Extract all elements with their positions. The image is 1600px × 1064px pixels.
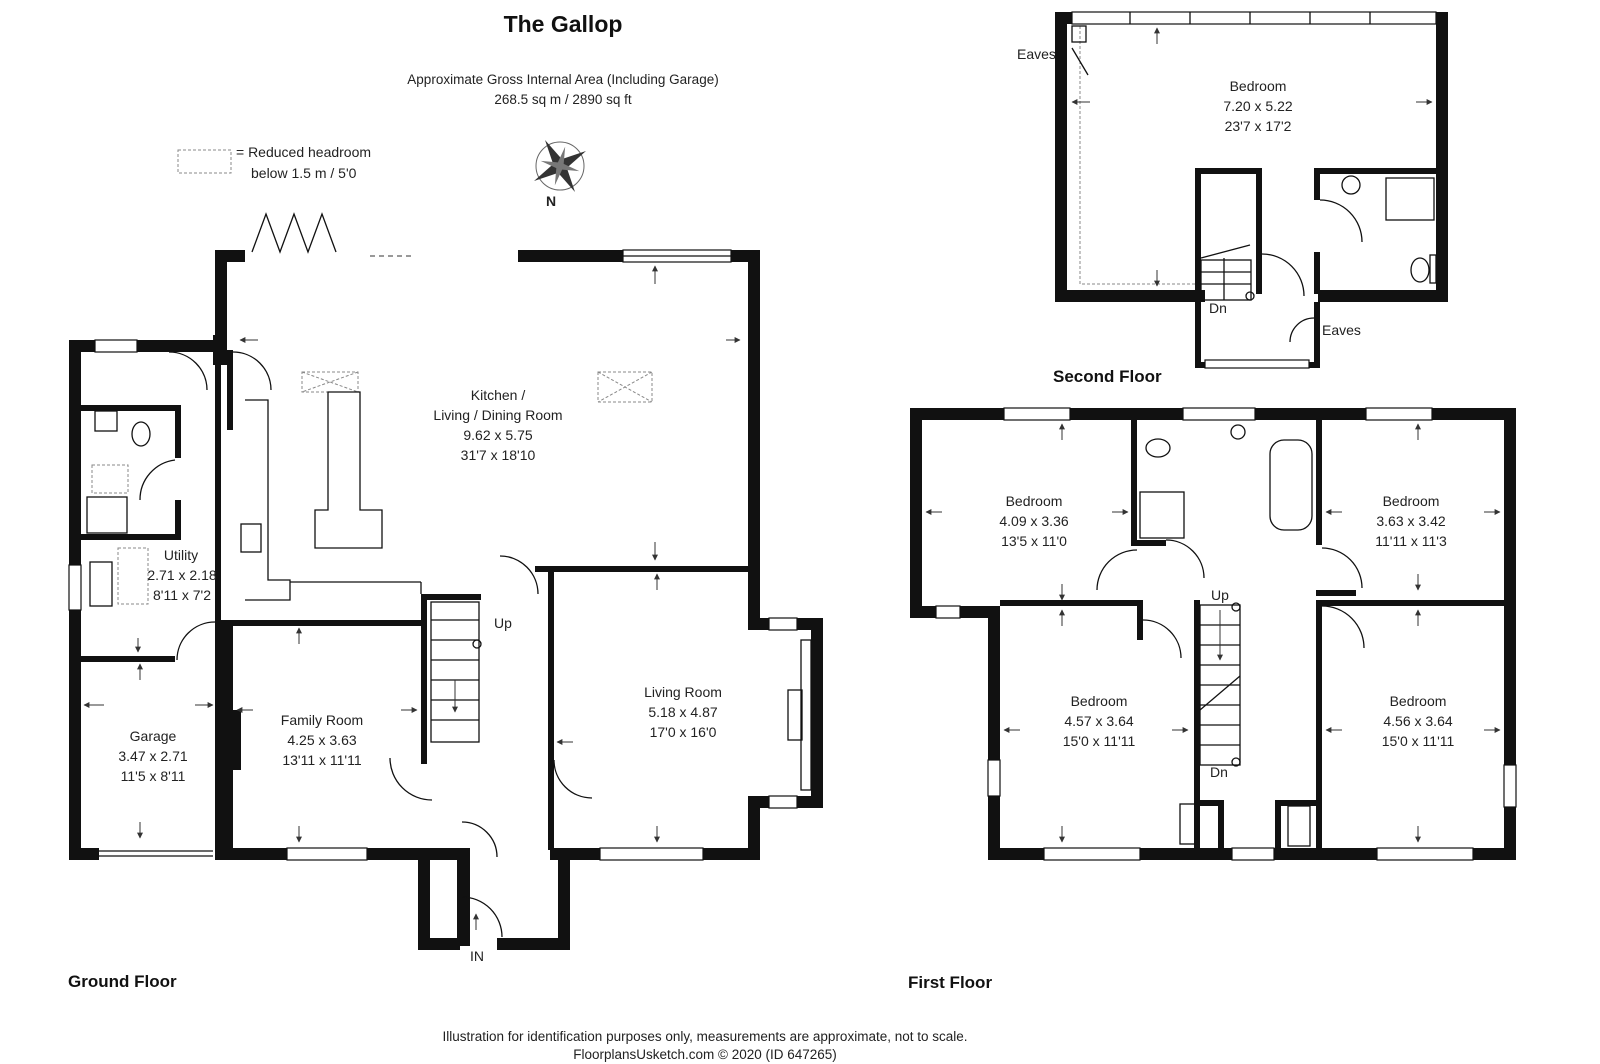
room-bedroom-first-ne: Bedroom 3.63 x 3.42 11'11 x 11'3 (1375, 493, 1447, 549)
room-imperial: 11'5 x 8'11 (121, 768, 186, 784)
room-imperial: 15'0 x 11'11 (1063, 733, 1136, 749)
room-name: Kitchen / (471, 387, 526, 403)
room-name: Bedroom (1071, 693, 1128, 709)
room-imperial: 8'11 x 7'2 (153, 587, 211, 603)
footer-copyright: FloorplansUsketch.com © 2020 (ID 647265) (573, 1047, 837, 1062)
area-line-2: 268.5 sq m / 2890 sq ft (494, 92, 632, 107)
compass-north-label: N (546, 193, 556, 209)
room-name: Bedroom (1390, 693, 1447, 709)
room-name: Bedroom (1230, 78, 1287, 94)
room-metric: 7.20 x 5.22 (1223, 98, 1292, 114)
room-metric: 9.62 x 5.75 (463, 427, 532, 443)
first-floor-label: First Floor (908, 973, 992, 992)
ground-floor-label: Ground Floor (68, 972, 177, 991)
first-floor-dn-label: Dn (1210, 764, 1228, 780)
room-bedroom-first-se: Bedroom 4.56 x 3.64 15'0 x 11'11 (1382, 693, 1455, 749)
room-metric: 5.18 x 4.87 (648, 704, 717, 720)
room-metric: 4.09 x 3.36 (999, 513, 1068, 529)
room-living: Living Room 5.18 x 4.87 17'0 x 16'0 (644, 684, 722, 740)
room-metric: 4.25 x 3.63 (287, 732, 356, 748)
compass-rose-icon (534, 140, 586, 192)
second-floor-plan (1055, 11, 1448, 369)
area-line-1: Approximate Gross Internal Area (Includi… (407, 72, 718, 87)
stairs-up-label: Up (494, 615, 512, 631)
ground-floor-plan (68, 212, 823, 950)
room-imperial: 17'0 x 16'0 (650, 724, 717, 740)
room-name: Living / Dining Room (433, 407, 562, 423)
footer-disclaimer: Illustration for identification purposes… (442, 1029, 967, 1044)
room-imperial: 11'11 x 11'3 (1375, 533, 1447, 549)
room-name: Utility (164, 547, 198, 563)
room-metric: 4.56 x 3.64 (1383, 713, 1452, 729)
room-metric: 3.63 x 3.42 (1376, 513, 1445, 529)
legend-line-1: = Reduced headroom (236, 144, 371, 160)
room-metric: 4.57 x 3.64 (1064, 713, 1133, 729)
entrance-label: IN (470, 948, 484, 964)
room-bedroom-first-nw: Bedroom 4.09 x 3.36 13'5 x 11'0 (999, 493, 1068, 549)
reduced-headroom-swatch (177, 149, 232, 174)
room-imperial: 13'5 x 11'0 (1001, 533, 1067, 549)
legend-line-2: below 1.5 m / 5'0 (251, 165, 357, 181)
eaves-label-top: Eaves (1017, 46, 1056, 62)
room-bedroom-second: Bedroom 7.20 x 5.22 23'7 x 17'2 (1223, 78, 1292, 134)
first-floor-up-label: Up (1211, 587, 1229, 603)
room-family: Family Room 4.25 x 3.63 13'11 x 11'11 (281, 712, 363, 768)
second-floor-dn-label: Dn (1209, 300, 1227, 316)
second-floor-label: Second Floor (1053, 367, 1162, 386)
room-garage: Garage 3.47 x 2.71 11'5 x 8'11 (118, 728, 187, 784)
first-floor-plan (910, 407, 1517, 861)
room-imperial: 31'7 x 18'10 (461, 447, 536, 463)
room-bedroom-first-sw: Bedroom 4.57 x 3.64 15'0 x 11'11 (1063, 693, 1136, 749)
room-name: Bedroom (1383, 493, 1440, 509)
eaves-label-bottom: Eaves (1322, 322, 1361, 338)
room-kitchen-living-dining: Kitchen / Living / Dining Room 9.62 x 5.… (433, 387, 562, 463)
room-metric: 3.47 x 2.71 (118, 748, 187, 764)
room-imperial: 13'11 x 11'11 (282, 752, 362, 768)
plan-title: The Gallop (504, 11, 623, 37)
room-name: Bedroom (1006, 493, 1063, 509)
room-name: Living Room (644, 684, 722, 700)
room-imperial: 15'0 x 11'11 (1382, 733, 1455, 749)
room-name: Family Room (281, 712, 363, 728)
room-imperial: 23'7 x 17'2 (1225, 118, 1292, 134)
room-name: Garage (130, 728, 177, 744)
room-utility: Utility 2.71 x 2.18 8'11 x 7'2 (147, 547, 216, 603)
room-metric: 2.71 x 2.18 (147, 567, 216, 583)
